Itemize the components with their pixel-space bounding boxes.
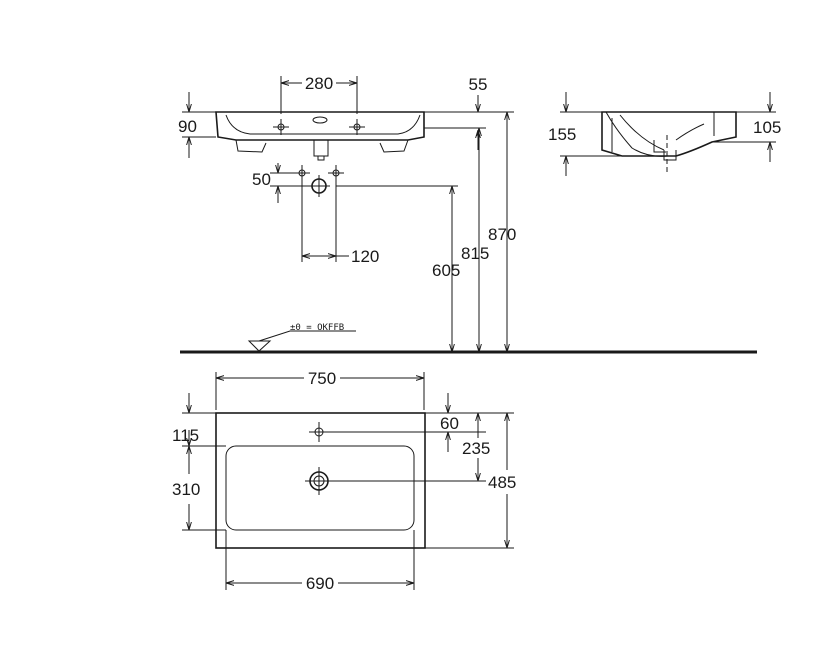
dim-overall-depth: 485 (488, 473, 516, 492)
plan-tap-hole (309, 422, 329, 442)
waste-outlet (313, 140, 329, 161)
dim-overflow-depth: 60 (440, 414, 459, 433)
dim-side-rim: 105 (753, 118, 781, 137)
dim-bowl-depth: 310 (172, 480, 200, 499)
bowl-inner-curve (225, 114, 421, 135)
plan-waste (305, 467, 333, 495)
dim-side-total: 155 (548, 125, 576, 144)
dim-height-rim: 870 (488, 225, 516, 244)
bowl-plan-outline (225, 445, 415, 531)
dim-supply-spacing: 120 (351, 247, 379, 266)
dim-waste-offset: 50 (252, 170, 271, 189)
side-view: 155 105 (548, 92, 781, 176)
plan-view: 750 115 310 60 235 485 690 (172, 369, 516, 593)
dim-height-supply: 605 (432, 261, 460, 280)
floor-reference-label: ±0 = OKFFB (290, 323, 344, 333)
dim-bowl-width: 690 (306, 574, 334, 593)
dim-overall-width: 750 (308, 369, 336, 388)
waste-pipe (308, 175, 330, 197)
basin-front-outline (215, 111, 425, 141)
dim-waste-to-tap: 235 (462, 439, 490, 458)
tap-hole-left (273, 119, 289, 135)
basin-underside (235, 139, 409, 153)
supply-right (328, 165, 344, 181)
dim-overflow-offset: 55 (469, 75, 488, 94)
floor-line-group: ±0 = OKFFB (180, 323, 757, 354)
front-elevation: 280 90 55 (178, 74, 516, 352)
tap-hole-right (349, 119, 365, 135)
basin-side-outline (601, 111, 737, 157)
overflow-slot (312, 116, 328, 124)
dim-height-waste: 815 (461, 244, 489, 263)
floor-level-marker (247, 340, 272, 352)
dim-tap-spacing: 280 (305, 74, 333, 93)
dim-tap-depth: 115 (172, 426, 199, 445)
supply-left (294, 165, 310, 181)
dim-bowl-height: 90 (178, 117, 197, 136)
